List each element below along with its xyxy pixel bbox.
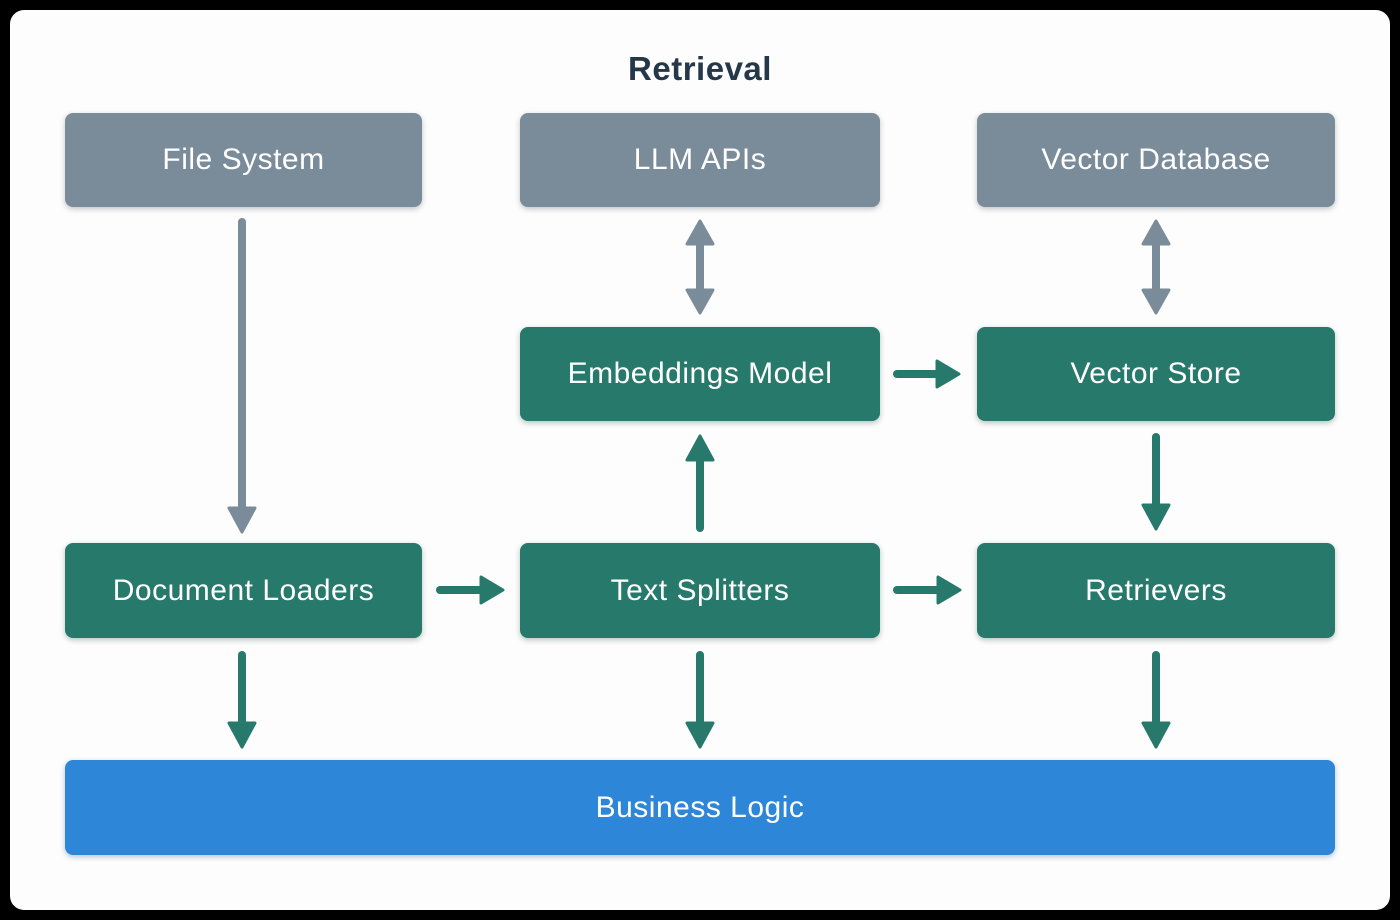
node-vector-database-label: Vector Database xyxy=(1041,143,1271,176)
node-text-splitters: Text Splitters xyxy=(520,543,880,638)
arrow-vector-store-to-retrievers xyxy=(1141,433,1171,531)
arrow-embeddings-model-to-vector-store xyxy=(893,359,961,389)
diagram-card: Retrieval xyxy=(10,10,1390,910)
arrow-retrievers-to-business-logic xyxy=(1141,651,1171,749)
node-document-loaders: Document Loaders xyxy=(65,543,422,638)
node-llm-apis: LLM APIs xyxy=(520,113,880,207)
node-file-system-label: File System xyxy=(162,143,325,176)
node-vector-store: Vector Store xyxy=(977,327,1335,421)
node-document-loaders-label: Document Loaders xyxy=(112,573,375,607)
node-file-system: File System xyxy=(65,113,422,207)
node-embeddings-model: Embeddings Model xyxy=(520,327,880,421)
node-text-splitters-label: Text Splitters xyxy=(610,573,790,607)
node-vector-database: Vector Database xyxy=(977,113,1335,207)
node-business-logic-label: Business Logic xyxy=(595,790,805,824)
node-retrievers-label: Retrievers xyxy=(1085,573,1227,607)
arrow-document-loaders-to-text-splitters xyxy=(436,575,505,605)
arrow-text-splitters-to-embeddings-model xyxy=(685,434,715,532)
node-vector-store-label: Vector Store xyxy=(1070,357,1242,390)
arrow-file-system-to-document-loaders xyxy=(227,218,257,534)
arrow-document-loaders-to-business-logic xyxy=(227,651,257,749)
arrow-text-splitters-to-business-logic xyxy=(685,651,715,749)
node-embeddings-model-label: Embeddings Model xyxy=(567,357,833,390)
diagram-title: Retrieval xyxy=(628,50,772,87)
arrow-vector-database-vector-store-bidirectional xyxy=(1141,219,1171,315)
arrow-llm-apis-embeddings-model-bidirectional xyxy=(685,219,715,315)
node-business-logic: Business Logic xyxy=(65,760,1335,855)
node-retrievers: Retrievers xyxy=(977,543,1335,638)
arrow-text-splitters-to-retrievers xyxy=(893,575,962,605)
node-llm-apis-label: LLM APIs xyxy=(633,143,767,176)
